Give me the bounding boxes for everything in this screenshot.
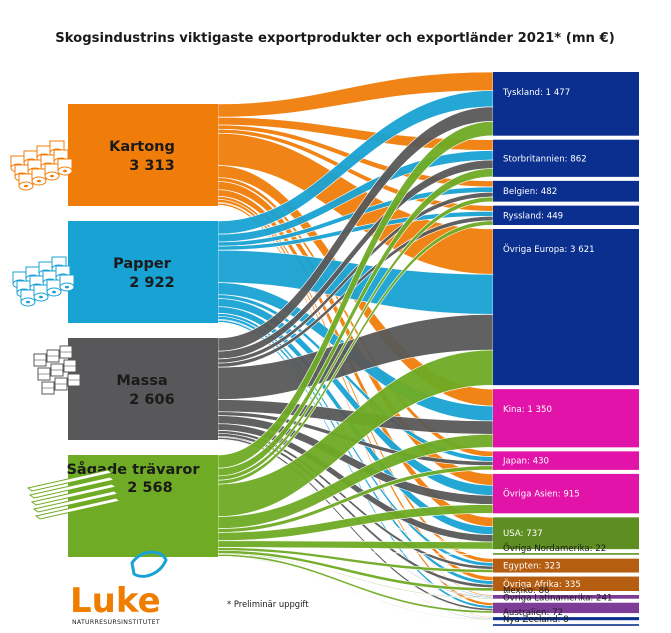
product-icons: [10, 140, 122, 520]
target-node-ovriga-asien: [493, 473, 639, 514]
flow-sagade-travaror-ovriga-latinamerika: [217, 553, 494, 614]
target-label-japan: Japan: 430: [502, 457, 549, 467]
target-node-tyskland: [493, 72, 639, 136]
target-label-nya-zeeland: Nya Zeeland: 8: [503, 615, 569, 625]
target-node-ovriga-europa: [493, 229, 639, 386]
target-node-australien: [493, 617, 639, 621]
paper-rolls-icon: [12, 256, 75, 307]
source-value-massa: 2 606: [129, 392, 174, 408]
source-node-massa: [68, 338, 218, 440]
target-node-mexiko: [493, 595, 639, 599]
pulp-bales-icon: [33, 345, 81, 395]
flow-sagade-travaror-mexiko: [217, 553, 494, 600]
logo-subtitle: NATURRESURSINSTITUTET: [72, 619, 160, 626]
cardboard-rolls-icon: [10, 140, 73, 191]
flow-links: [217, 71, 494, 627]
leaf-icon: [130, 550, 168, 578]
target-label-ovriga-afrika: Övriga Afrika: 335: [503, 579, 581, 590]
source-node-papper: [68, 221, 218, 323]
luke-logo: Luke NATURRESURSINSTITUTET: [70, 550, 168, 626]
source-name-kartong: Kartong: [109, 139, 175, 155]
target-label-tyskland: Tyskland: 1 477: [502, 88, 570, 98]
target-node-egypten: [493, 558, 639, 573]
target-label-usa: USA: 737: [503, 529, 543, 539]
source-value-kartong: 3 313: [129, 158, 174, 174]
source-value-papper: 2 922: [129, 275, 174, 291]
target-node-ovriga-nordamerika: [493, 553, 639, 555]
target-node-ovriga-afrika: [493, 576, 639, 592]
target-node-kina: [493, 389, 639, 448]
target-label-mexiko: Mexiko: 86: [503, 586, 550, 596]
target-label-storbritannien: Storbritannien: 862: [503, 154, 587, 164]
target-node-usa: [493, 517, 639, 550]
target-label-belgien: Belgien: 482: [503, 187, 557, 197]
target-label-ovriga-europa: Övriga Europa: 3 621: [503, 244, 595, 255]
flow-sagade-travaror-kina: [217, 433, 494, 529]
source-value-sagade-travaror: 2 568: [127, 480, 172, 496]
target-label-ovriga-latinamerika: Övriga Latinamerika: 241: [503, 593, 612, 604]
target-node-japan: [493, 451, 639, 470]
target-node-belgien: [493, 180, 639, 202]
target-label-ovriga-nordamerika: Övriga Nordamerika: 22: [503, 543, 606, 554]
flow-sagade-travaror-ryssland: [217, 220, 494, 485]
flow-sagade-travaror-belgien: [217, 196, 494, 481]
target-node-ovriga-latinamerika: [493, 602, 639, 614]
target-node-storbritannien: [493, 139, 639, 177]
source-name-massa: Massa: [116, 373, 167, 389]
chart-title: Skogsindustrins viktigaste exportprodukt…: [55, 31, 615, 46]
target-label-kina: Kina: 1 350: [503, 405, 552, 415]
target-node-ryssland: [493, 205, 639, 226]
source-name-papper: Papper: [113, 256, 172, 272]
source-node-kartong: [68, 104, 218, 206]
logo-name: Luke: [70, 581, 161, 621]
flow-sagade-travaror-storbritannien: [217, 168, 494, 477]
target-label-ryssland: Ryssland: 449: [503, 211, 563, 221]
footnote: * Preliminär uppgift: [227, 599, 309, 609]
target-label-egypten: Egypten: 323: [503, 562, 561, 572]
target-label-australien: Australien: 72: [503, 608, 563, 618]
target-label-ovriga-asien: Övriga Asien: 915: [503, 489, 580, 500]
target-node-nya-zeeland: [493, 624, 639, 626]
lumber-stack-icon: [26, 469, 122, 520]
